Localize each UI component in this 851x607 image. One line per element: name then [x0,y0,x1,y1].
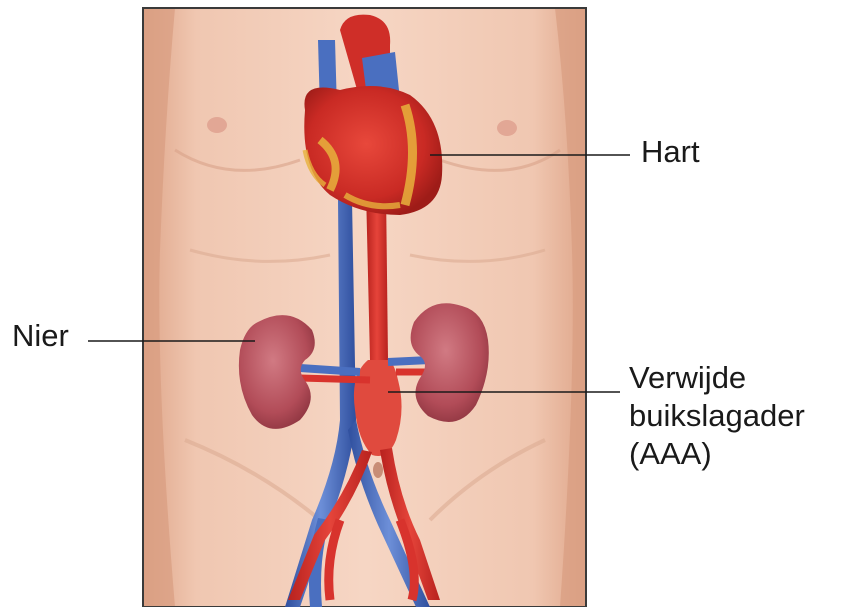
navel [373,462,383,478]
label-aaa-line2: buikslagader [629,397,805,435]
nipple-right [497,120,517,136]
nipple-left [207,117,227,133]
label-aaa-line3: (AAA) [629,435,805,473]
label-hart: Hart [641,133,700,171]
label-aaa: Verwijde buikslagader (AAA) [629,359,805,473]
label-nier: Nier [12,317,69,355]
label-aaa-line1: Verwijde [629,359,805,397]
